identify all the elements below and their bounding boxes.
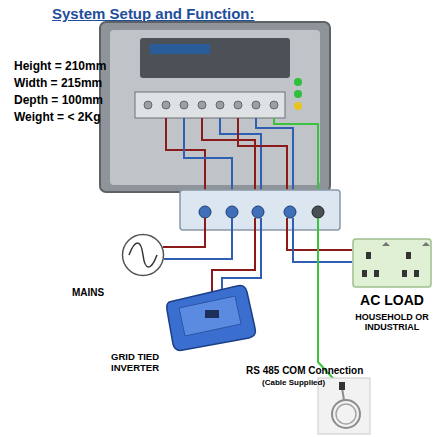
- inverter-panel: [179, 296, 241, 336]
- socket-hole: [366, 252, 371, 259]
- diagram-title: System Setup and Function:: [52, 5, 255, 22]
- ac-socket-outline: [352, 238, 432, 288]
- ac-source-symbol: MAINS: [121, 233, 165, 277]
- connection-label: RS 485 COM Connection: [246, 365, 363, 377]
- terminal-block: [135, 92, 285, 118]
- node-label: GRID TIED INVERTER: [111, 352, 165, 374]
- ac-socket: AC LOADHOUSEHOLD OR INDUSTRIAL: [352, 238, 432, 288]
- socket-hole: [374, 270, 379, 277]
- switch-mark: [422, 242, 430, 246]
- controller-module: [140, 38, 290, 78]
- rs485-port: [312, 206, 324, 218]
- switch-mark: [382, 242, 390, 246]
- inverter-body: [167, 286, 256, 351]
- status-led: [294, 78, 302, 86]
- cable-glands: [199, 206, 296, 218]
- status-led: [294, 102, 302, 110]
- rs485-cable: [318, 378, 370, 434]
- inverter-device-outline: [165, 284, 257, 352]
- enclosure-cover: [110, 30, 320, 185]
- socket-hole: [402, 270, 407, 277]
- dimension-label: Height = 210mm: [14, 60, 106, 74]
- enclosure-body: [100, 22, 330, 192]
- sine-wave: [129, 243, 157, 267]
- circle-outline: [123, 235, 164, 276]
- inverter-device: GRID TIED INVERTER: [165, 284, 257, 352]
- node-label: MAINS: [72, 287, 104, 299]
- ac-source-symbol-outline: [121, 233, 165, 277]
- inverter-display: [205, 310, 219, 318]
- socket-hole: [414, 270, 419, 277]
- socket-hole: [362, 270, 367, 277]
- connection-note: (Cable Supplied): [262, 378, 325, 387]
- dimension-label: Width = 215mm: [14, 77, 102, 91]
- terminal-screws: [144, 101, 278, 109]
- node-subtext: HOUSEHOLD OR INDUSTRIAL: [352, 312, 432, 333]
- socket-hole: [406, 252, 411, 259]
- dimension-label: Weight = < 2Kg: [14, 111, 100, 125]
- dimension-label: Depth = 100mm: [14, 94, 103, 108]
- socket-plate: [353, 239, 431, 287]
- node-heading: AC LOAD: [352, 292, 432, 308]
- brand-plate: [150, 44, 210, 54]
- internal-wires: [166, 118, 318, 190]
- external-wires: [163, 218, 352, 388]
- status-led: [294, 90, 302, 98]
